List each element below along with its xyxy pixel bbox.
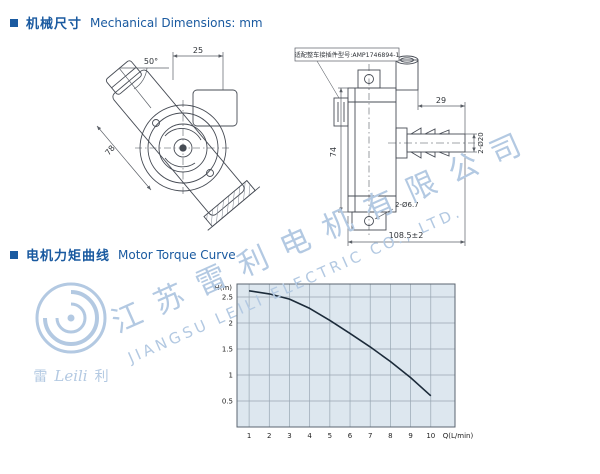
y-tick-label: 0.5	[222, 398, 233, 406]
x-tick-label: 4	[307, 432, 312, 440]
connector-label-box	[294, 47, 400, 62]
impeller-arc	[164, 157, 196, 168]
mounting-foot-hatched	[203, 179, 256, 228]
section-bullet-icon	[10, 250, 18, 259]
watermark-logo: 雷 Leili 利	[16, 276, 126, 386]
pump-angled-view	[105, 60, 261, 231]
dim-hole-diameter: 2-Ø6.7	[395, 201, 419, 209]
dim-housing-length: 78	[103, 144, 116, 158]
y-tick-label: 2.5	[222, 294, 233, 302]
torque-curve-chart: 0.5 1 1.5 2 2.5 1 2 3 4 5 6 7 8 9 10 H(m) Q(L/min)	[214, 283, 474, 440]
logo-char-left: 雷	[33, 369, 48, 385]
section-header-torque-curve: 电机力矩曲线 Motor Torque Curve	[10, 245, 236, 264]
pump-top-flange	[192, 89, 238, 127]
connector-label-text: 适配整车接插件型号:AMP1746894-1	[295, 51, 400, 59]
leili-logo-icon	[35, 282, 107, 354]
y-tick-label: 1	[229, 372, 233, 380]
top-port	[395, 59, 419, 91]
y-axis-label: H(m)	[214, 284, 232, 292]
x-tick-label: 5	[328, 432, 332, 440]
torque-curve-line	[248, 290, 432, 397]
dim-body-height: 74	[329, 147, 338, 157]
x-tick-label: 10	[426, 432, 435, 440]
x-tick-label: 3	[287, 432, 291, 440]
bolt-hole-icon	[206, 169, 214, 177]
angled-view-dimension-lines	[96, 52, 224, 191]
x-tick-label: 7	[368, 432, 372, 440]
curve-title-zh: 电机力矩曲线	[26, 249, 111, 264]
y-tick-label: 2	[229, 320, 233, 328]
impeller-arc	[164, 127, 202, 141]
mechanical-drawing: 50° 25 78	[96, 46, 485, 246]
dim-port-diameter: 2-Ø20	[477, 132, 485, 153]
x-tick-label: 1	[247, 432, 251, 440]
mech-title-en: Mechanical Dimensions: mm	[90, 15, 263, 30]
side-view-dimension-lines	[316, 60, 477, 246]
logo-char-right: 利	[94, 369, 109, 385]
logo-script-text: Leili	[54, 367, 88, 385]
x-tick-label: 8	[388, 432, 392, 440]
x-tick-label: 2	[267, 432, 271, 440]
y-tick-label: 1.5	[222, 346, 233, 354]
section-header-mechanical: 机械尺寸 Mechanical Dimensions: mm	[10, 13, 263, 32]
dim-port-length: 29	[436, 96, 446, 105]
dim-total-length: 108.5±2	[389, 231, 424, 240]
section-bullet-icon	[10, 18, 18, 27]
x-tick-label: 6	[348, 432, 353, 440]
dim-top-width: 25	[193, 46, 203, 55]
mech-title-zh: 机械尺寸	[26, 17, 83, 32]
chart-plot-area	[237, 284, 455, 427]
dim-angle: 50°	[144, 57, 158, 66]
bolt-hole-icon	[152, 119, 160, 127]
chart-border	[236, 283, 456, 428]
curve-title-en: Motor Torque Curve	[118, 247, 236, 262]
pump-side-view	[333, 55, 475, 236]
pump-housing-bracket	[105, 60, 261, 231]
x-tick-label: 9	[408, 432, 412, 440]
x-axis-label: Q(L/min)	[443, 432, 474, 440]
